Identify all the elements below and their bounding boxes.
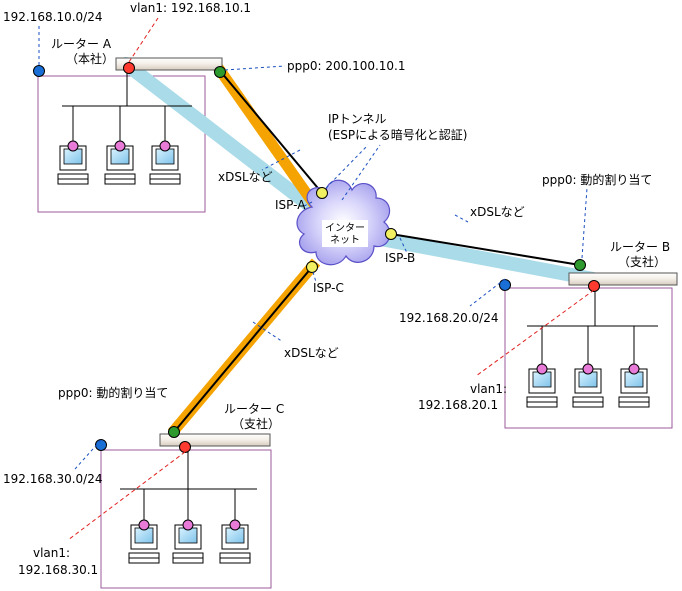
- network-c-label: 192.168.30.0/24: [3, 472, 102, 486]
- pc-icon: [572, 363, 604, 408]
- router-b-vlan-label-2: 192.168.20.1: [418, 398, 498, 412]
- pc-icon: [57, 140, 89, 185]
- isp-c-point: [306, 261, 318, 273]
- pc-icon: [618, 363, 650, 408]
- link-c-isp: [173, 266, 313, 433]
- link-b-isp: [390, 233, 581, 266]
- xdsl-label-c: xDSLなど: [284, 346, 339, 360]
- router-c-vlan-interface: [179, 441, 191, 453]
- callout-lines: [38, 26, 588, 470]
- router-c-ppp-interface: [168, 426, 180, 438]
- network-a-dot: [33, 65, 45, 77]
- network-b-label: 192.168.20.0/24: [399, 311, 498, 325]
- router-b-ppp-interface: [574, 259, 586, 271]
- pc-icon: [149, 140, 181, 185]
- router-c-vlan-label-1: vlan1:: [33, 546, 70, 560]
- network-c-dot: [95, 439, 107, 451]
- network-b-dot: [499, 279, 511, 291]
- internet-label-2: ネット: [330, 234, 360, 246]
- internet-label-box: [322, 220, 368, 247]
- lan-a: [57, 73, 192, 185]
- pc-icon: [128, 519, 160, 564]
- router-a-ppp-interface: [214, 66, 226, 78]
- isp-a-label: ISP-A: [275, 198, 306, 212]
- isp-a-point: [316, 187, 328, 199]
- router-a-location: （本社）: [66, 51, 114, 66]
- lan-b: [526, 291, 658, 408]
- router-a-vlan-label: vlan1: 192.168.10.1: [130, 1, 251, 15]
- router-a-vlan-interface: [123, 62, 135, 74]
- pc-icon: [104, 140, 136, 185]
- router-c-ppp-label: ppp0: 動的割り当て: [58, 385, 168, 400]
- isp-c-label: ISP-C: [313, 281, 344, 295]
- site-c-box: [100, 449, 272, 589]
- router-a-ppp-label: ppp0: 200.100.10.1: [287, 59, 406, 73]
- pc-icon: [219, 519, 251, 564]
- internet-label-1: インター: [325, 222, 365, 234]
- link-a-isp: [220, 71, 323, 194]
- router-a-bar: [115, 57, 223, 71]
- router-b-location: （支社）: [618, 254, 666, 269]
- xdsl-label-b: xDSLなど: [470, 205, 525, 219]
- network-a-label: 192.168.10.0/24: [3, 10, 102, 24]
- pc-icon: [526, 363, 558, 408]
- router-c-vlan-label-2: 192.168.30.1: [18, 563, 98, 577]
- xdsl-label-a: xDSLなど: [218, 170, 273, 184]
- router-b-vlan-label-1: vlan1:: [470, 382, 507, 396]
- router-c-name: ルーター C: [224, 402, 284, 416]
- site-a-box: [37, 75, 206, 213]
- pc-icon: [172, 519, 204, 564]
- router-b-name: ルーター B: [610, 240, 670, 254]
- tunnel-label-1: IPトンネル: [328, 112, 387, 126]
- vlan-callout-lines: [67, 17, 595, 541]
- router-b-bar: [568, 272, 678, 286]
- isp-b-label: ISP-B: [385, 251, 415, 265]
- lan-c: [120, 452, 257, 564]
- router-a-name: ルーター A: [51, 37, 112, 51]
- router-b-ppp-label: ppp0: 動的割り当て: [542, 172, 652, 187]
- router-c-location: （支社）: [232, 416, 280, 431]
- isp-b-point: [385, 228, 397, 240]
- tunnel-label-2: (ESPによる暗号化と認証): [328, 127, 467, 142]
- router-b-vlan-interface: [588, 280, 600, 292]
